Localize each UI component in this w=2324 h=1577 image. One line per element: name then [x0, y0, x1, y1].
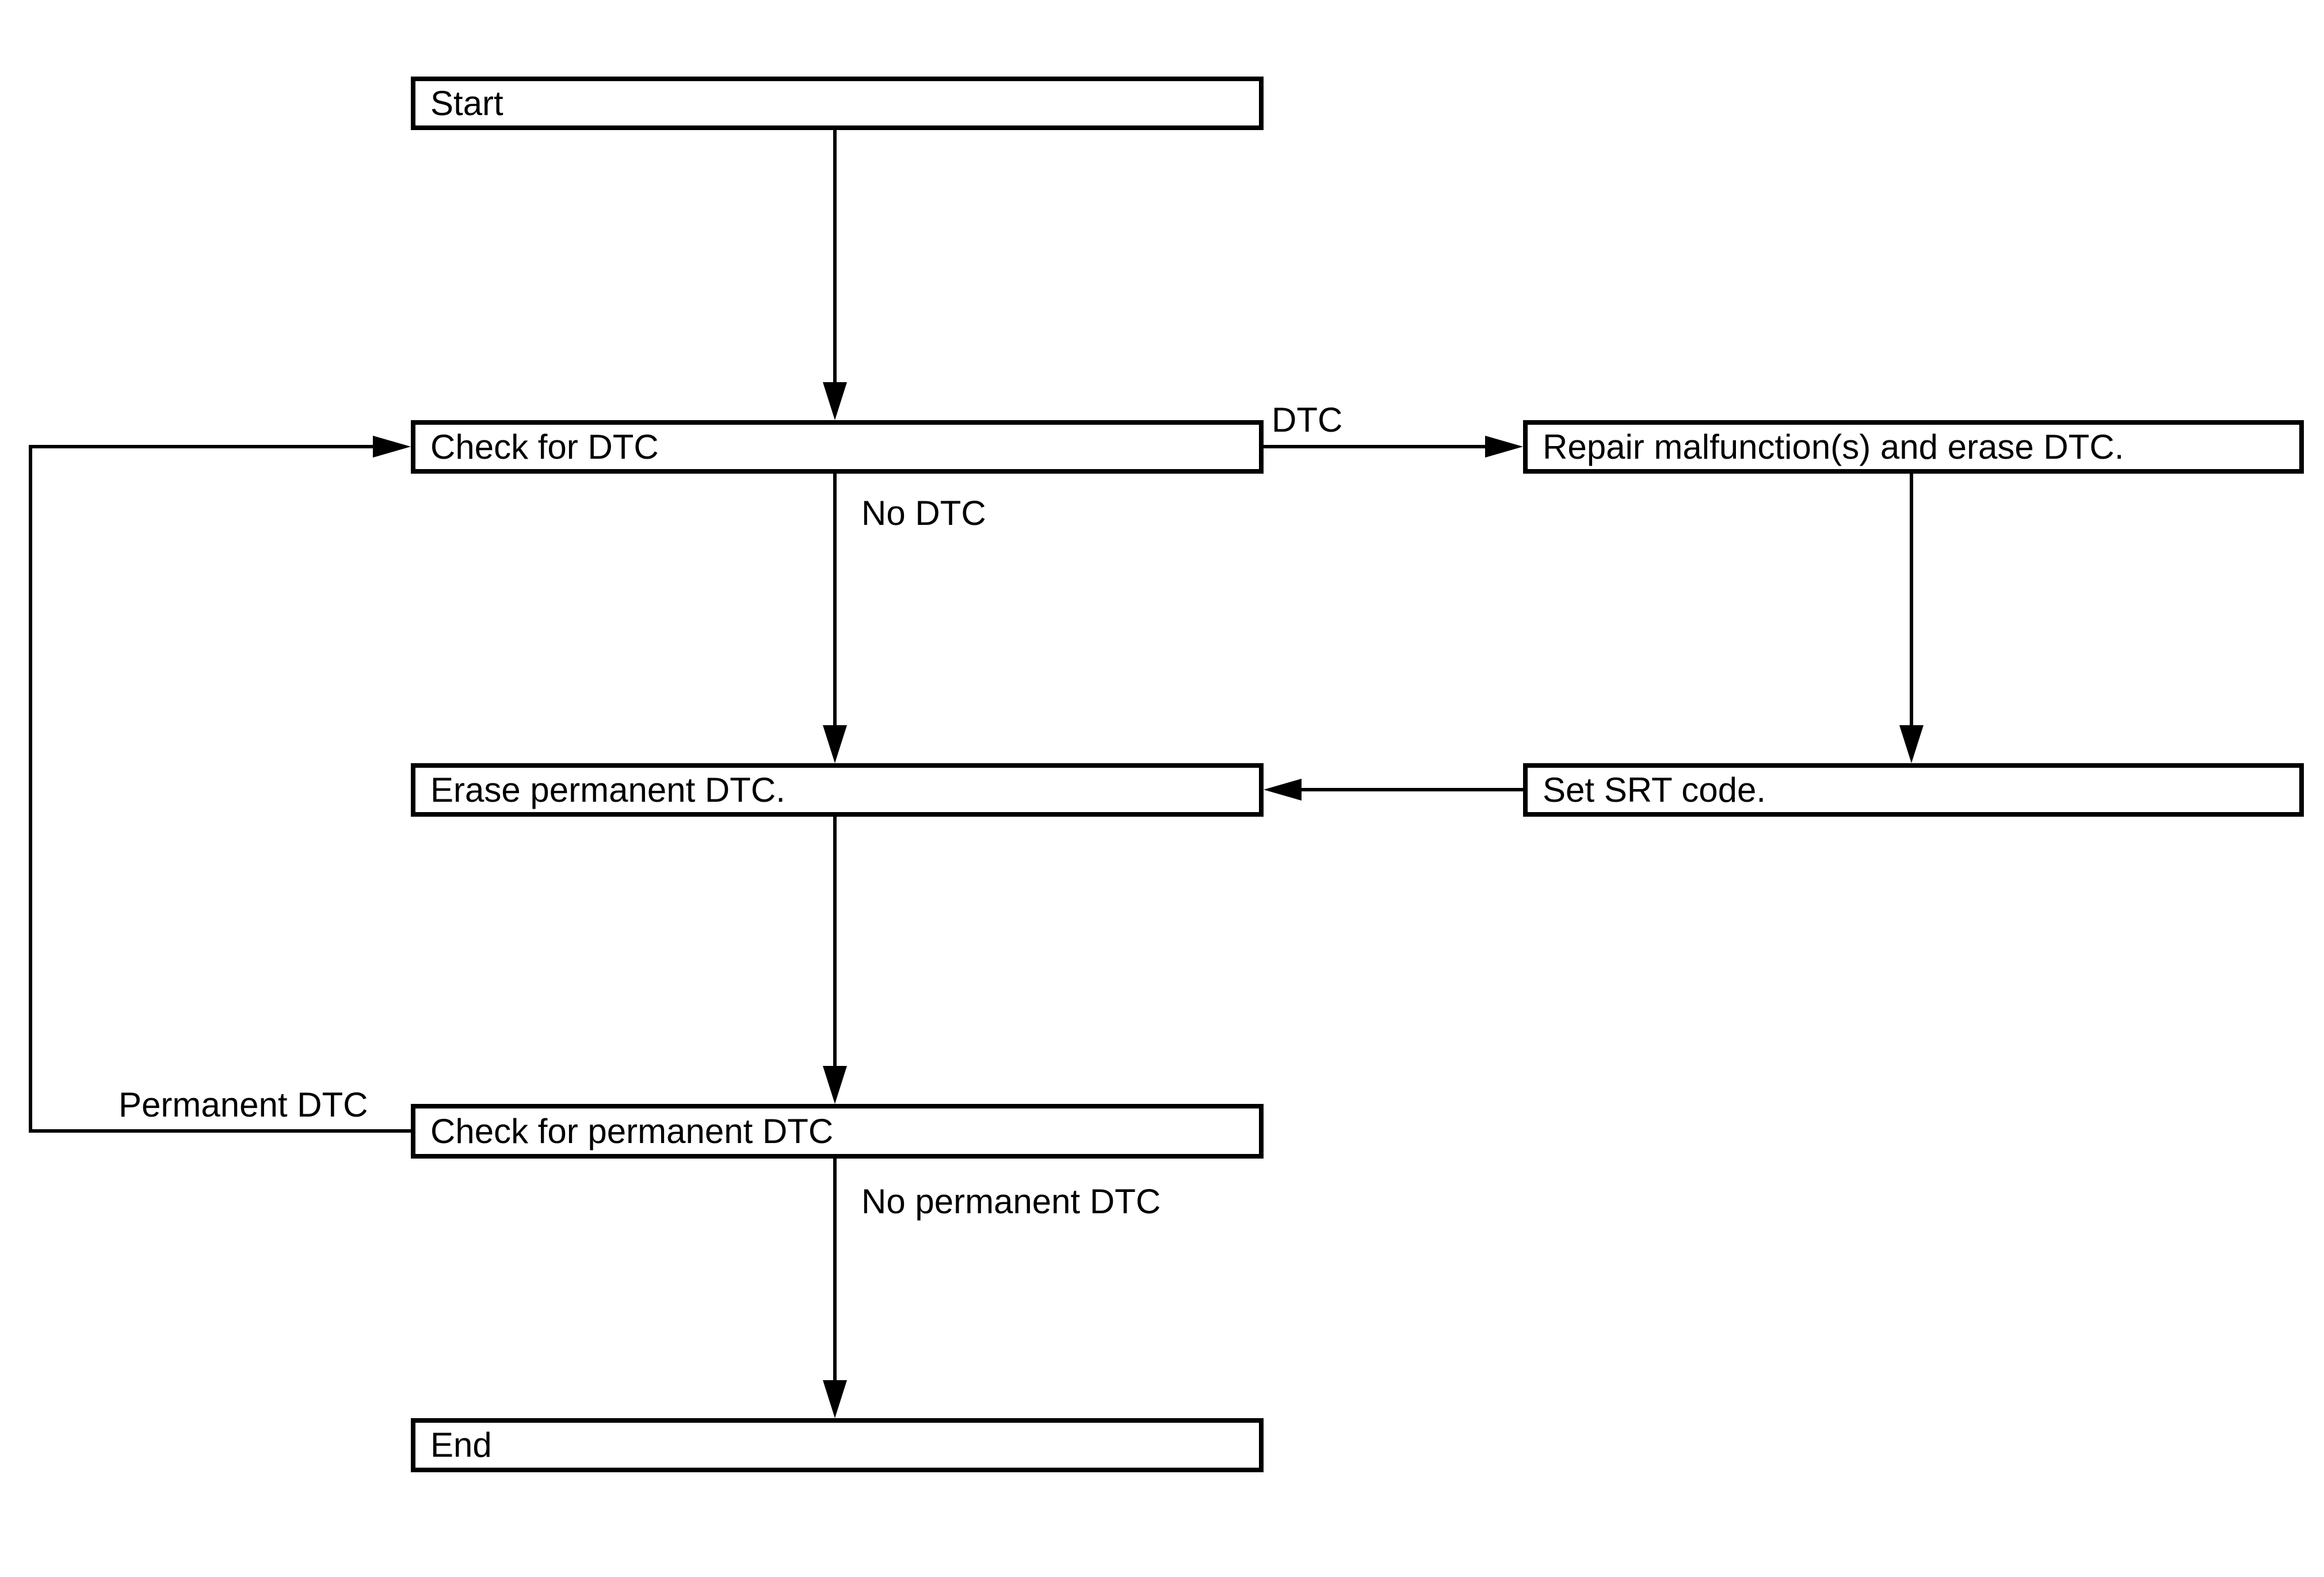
node-end: End — [411, 1418, 1264, 1472]
arrow-down-icon — [823, 1066, 847, 1104]
connector-erase-to-check-perm — [833, 817, 837, 1067]
arrow-down-icon — [823, 725, 847, 763]
arrow-down-icon — [823, 1380, 847, 1418]
arrow-down-icon — [823, 382, 847, 420]
arrow-right-icon — [1485, 436, 1523, 458]
node-set-srt-code-label: Set SRT code. — [1543, 770, 1766, 809]
node-start: Start — [411, 77, 1264, 130]
node-erase-permanent-dtc-label: Erase permanent DTC. — [430, 770, 785, 809]
node-erase-permanent-dtc: Erase permanent DTC. — [411, 763, 1264, 817]
loop-top-segment — [29, 445, 374, 448]
node-check-dtc: Check for DTC — [411, 420, 1264, 474]
node-check-permanent-dtc: Check for permanent DTC — [411, 1104, 1264, 1159]
node-repair-malfunctions: Repair malfunction(s) and erase DTC. — [1523, 420, 2304, 474]
loop-bottom-segment — [29, 1129, 411, 1133]
arrow-left-icon — [1264, 779, 1302, 801]
node-check-dtc-label: Check for DTC — [430, 427, 659, 466]
connector-check-perm-to-end — [833, 1159, 837, 1381]
arrow-right-icon — [373, 436, 411, 458]
connector-check-dtc-to-erase — [833, 474, 837, 726]
node-repair-malfunctions-label: Repair malfunction(s) and erase DTC. — [1543, 427, 2124, 466]
node-check-permanent-dtc-label: Check for permanent DTC — [430, 1111, 834, 1151]
edge-label-no-dtc: No DTC — [861, 494, 986, 532]
edge-label-permanent-dtc: Permanent DTC — [119, 1085, 368, 1124]
connector-check-dtc-to-repair — [1264, 445, 1497, 448]
node-end-label: End — [430, 1426, 492, 1464]
loop-vertical-segment — [29, 445, 32, 1133]
node-set-srt-code: Set SRT code. — [1523, 763, 2304, 817]
edge-label-dtc: DTC — [1272, 401, 1343, 439]
connector-start-to-check-dtc — [833, 130, 837, 383]
connector-set-srt-to-erase — [1302, 788, 1523, 791]
node-start-label: Start — [430, 83, 503, 123]
edge-label-no-permanent-dtc: No permanent DTC — [861, 1182, 1161, 1221]
connector-repair-to-set-srt — [1910, 474, 1913, 726]
arrow-down-icon — [1899, 725, 1924, 763]
